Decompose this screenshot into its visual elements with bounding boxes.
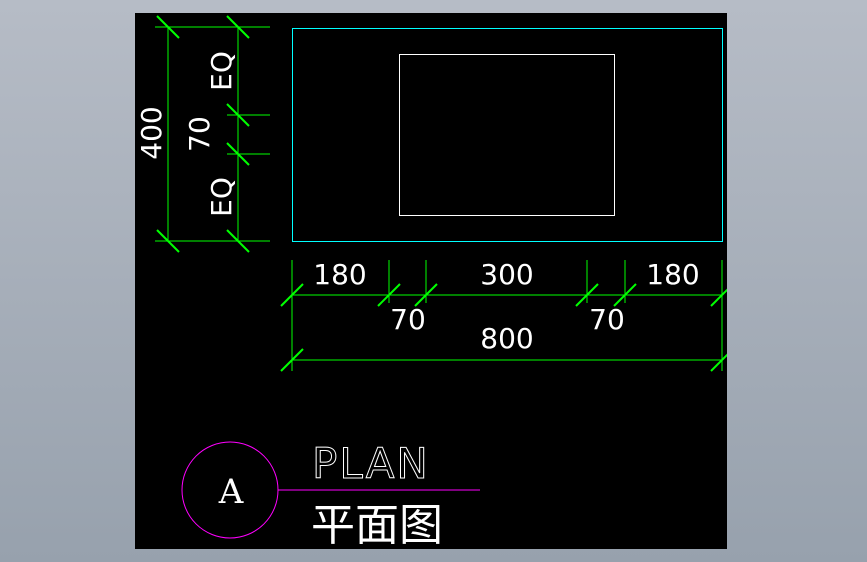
- dim-left-width: 180: [313, 258, 366, 291]
- inner-opening-rect: [399, 54, 615, 216]
- dim-total-width: 800: [480, 322, 533, 355]
- dim-total-height: 400: [135, 106, 168, 159]
- dim-lower-eq: EQ: [205, 177, 238, 217]
- dim-left-gap: 70: [390, 303, 426, 336]
- outer-outline-rect: [292, 28, 723, 242]
- dim-right-gap: 70: [589, 303, 625, 336]
- cad-drawing-canvas: 400 EQ 70 EQ 180 300 180 70 70 800 A PLA…: [135, 13, 727, 549]
- horizontal-dimensions: [280, 260, 727, 372]
- dim-center-width: 300: [480, 258, 533, 291]
- dim-middle-gap: 70: [183, 116, 216, 152]
- plan-drawing: 400 EQ 70 EQ 180 300 180 70 70 800 A PLA…: [135, 15, 727, 549]
- title-chinese: 平面图: [311, 500, 443, 549]
- dim-right-width: 180: [646, 258, 699, 291]
- dim-upper-eq: EQ: [205, 51, 238, 91]
- vertical-dimensions: [155, 15, 270, 253]
- title-english: PLAN: [312, 439, 430, 488]
- section-marker-letter: A: [218, 472, 244, 512]
- title-block: A PLAN 平面图: [181, 439, 480, 549]
